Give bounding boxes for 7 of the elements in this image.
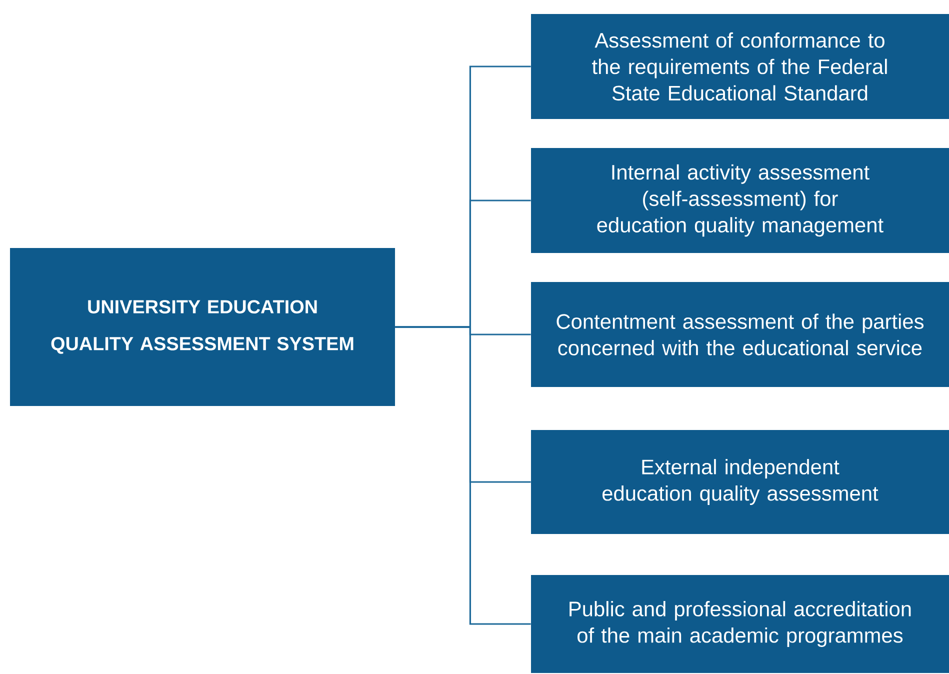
assessment-box: Internal activity assessment (self-assessment) for education quality management: [531, 148, 949, 253]
assessment-box: Public and professional accreditation of the main academic programmes: [531, 575, 949, 673]
connector-line: [395, 326, 531, 625]
assessment-box: External independent education quality assessment: [531, 430, 949, 534]
assessment-box: Assessment of conformance to the requirements of the Federal State Educational Standard: [531, 14, 949, 119]
assessment-box: Contentment assessment of the parties concerned with the educational service: [531, 282, 949, 387]
system-box: UNIVERSITY EDUCATION QUALITY ASSESSMENT SYSTEM: [10, 248, 395, 406]
